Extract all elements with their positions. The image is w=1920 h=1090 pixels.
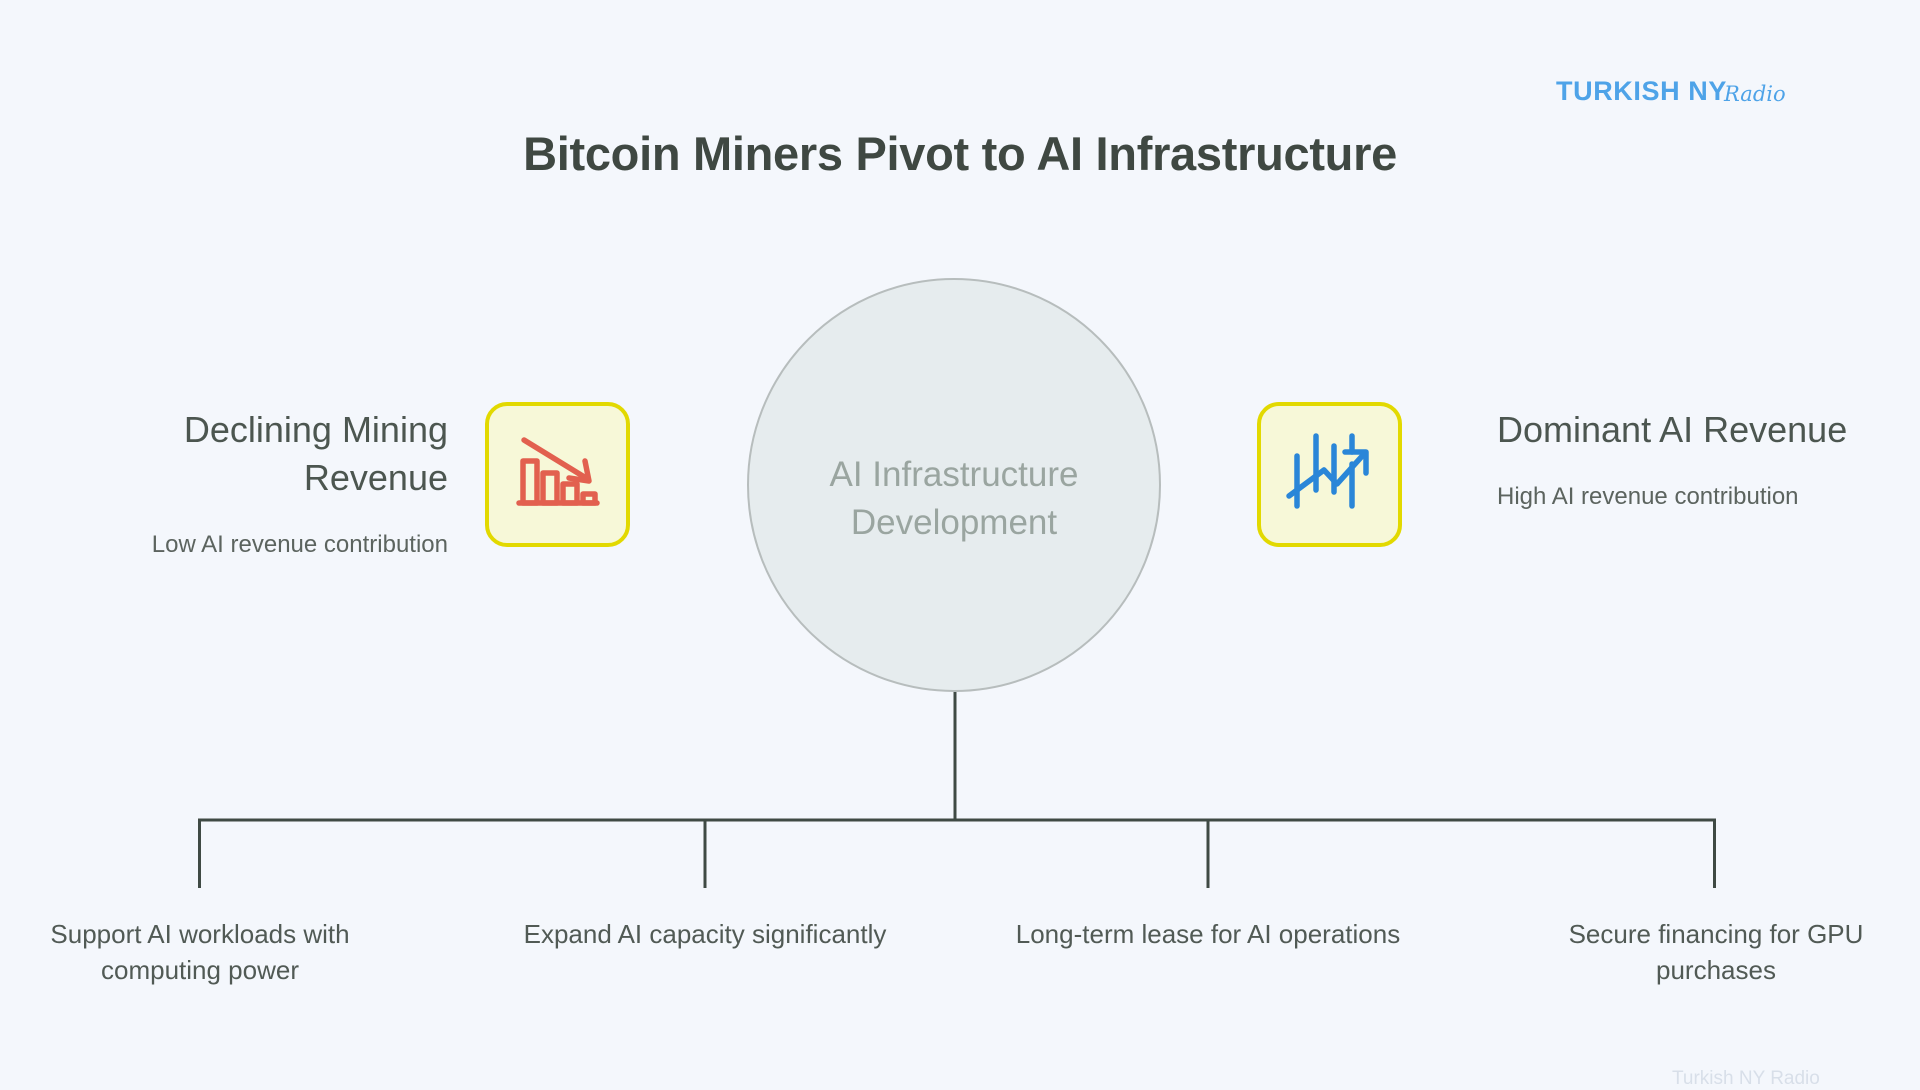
declining-bar-chart-icon: [510, 424, 606, 525]
branch-label-secure-financing: Secure financing for GPU purchases: [1568, 919, 1864, 986]
branch-label-long-term-lease: Long-term lease for AI operations: [1015, 919, 1401, 949]
footer-edge-text: Turkish NY Radio: [1672, 1068, 1820, 1089]
brand-logo-main-text: TURKISH NY: [1556, 76, 1728, 106]
dominant-revenue-icon-tile: [1257, 402, 1402, 547]
right-node-subtext: High AI revenue contribution: [1497, 482, 1799, 510]
left-node-heading: Declining Mining Revenue: [183, 409, 448, 498]
left-node: Declining Mining Revenue Low AI revenue …: [48, 406, 448, 562]
central-node-label: AI Infrastructure Development: [829, 454, 1079, 542]
brand-logo: TURKISH NY Radio: [1556, 76, 1786, 112]
rising-trend-chart-icon: [1282, 424, 1378, 525]
branch-label-support-ai-workloads: Support AI workloads with computing powe…: [50, 919, 350, 986]
central-node: AI Infrastructure Development: [747, 278, 1161, 692]
right-node: Dominant AI Revenue High AI revenue cont…: [1497, 406, 1897, 514]
page-title: Bitcoin Miners Pivot to AI Infrastructur…: [523, 127, 1397, 180]
declining-revenue-icon-tile: [485, 402, 630, 547]
branch-label-expand-ai-capacity: Expand AI capacity significantly: [523, 919, 887, 949]
brand-logo-script-text: Radio: [1724, 82, 1786, 106]
right-node-heading: Dominant AI Revenue: [1497, 409, 1848, 450]
left-node-subtext: Low AI revenue contribution: [151, 530, 448, 558]
